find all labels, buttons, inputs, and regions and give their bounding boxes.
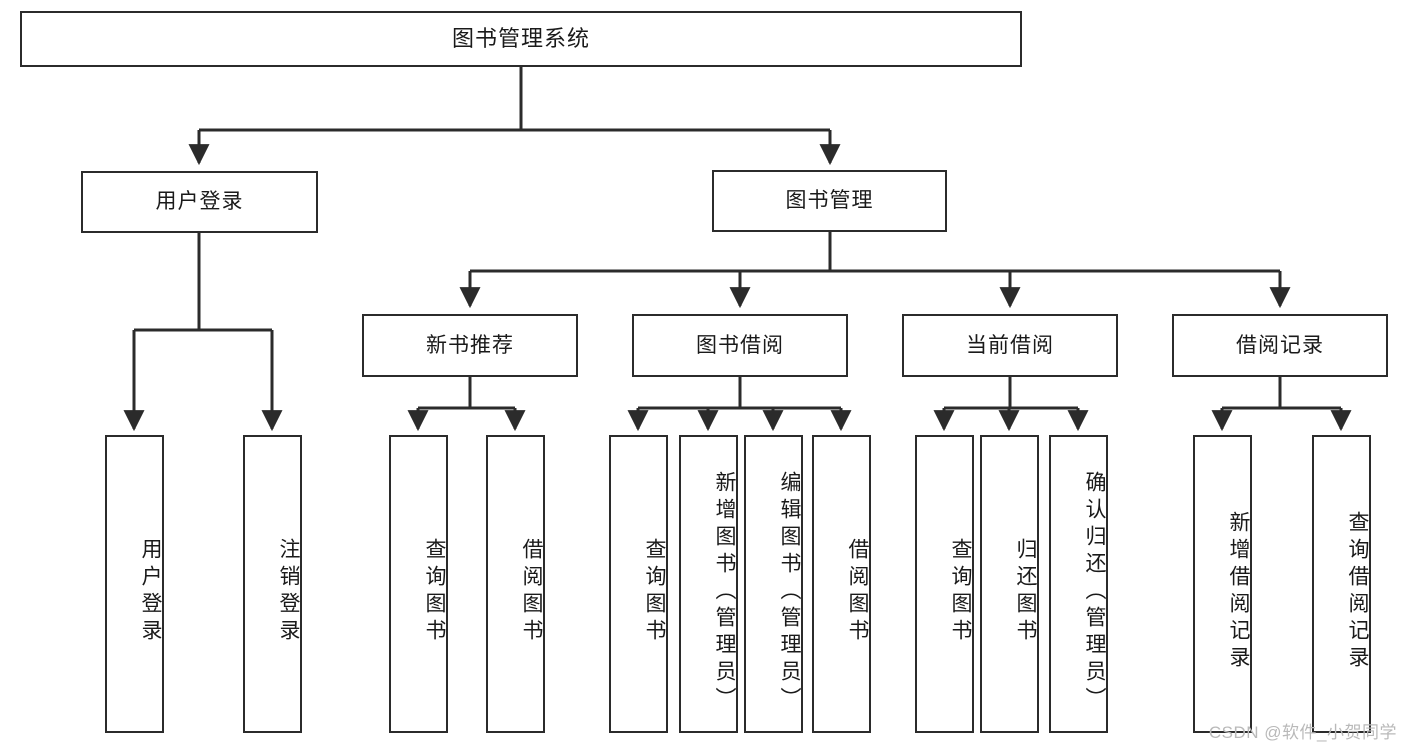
node-leaf-query-books-3[interactable]: 查询图书 [915,435,974,733]
node-leaf-logout-label: 注销登录 [277,538,300,646]
node-leaf-add-book[interactable]: 新增图书（管理员） [679,435,738,733]
node-new-book-recommend[interactable]: 新书推荐 [362,314,578,377]
node-borrow-record[interactable]: 借阅记录 [1172,314,1388,377]
node-leaf-query-books-1[interactable]: 查询图书 [389,435,448,733]
node-book-borrow[interactable]: 图书借阅 [632,314,848,377]
node-book-borrow-label: 图书借阅 [696,333,784,357]
node-user-login-label: 用户登录 [155,190,244,214]
node-borrow-record-label: 借阅记录 [1236,333,1324,357]
node-leaf-return-books[interactable]: 归还图书 [980,435,1039,733]
node-leaf-user-login-label: 用户登录 [139,538,162,646]
node-book-management-label: 图书管理 [785,189,874,213]
csdn-watermark: CSDN @软件_小贺同学 [1208,723,1397,742]
node-leaf-logout[interactable]: 注销登录 [243,435,302,733]
node-leaf-add-record[interactable]: 新增借阅记录 [1193,435,1252,733]
node-current-borrow-label: 当前借阅 [966,333,1054,357]
node-current-borrow[interactable]: 当前借阅 [902,314,1118,377]
node-book-management[interactable]: 图书管理 [712,170,947,232]
node-leaf-query-books-3-label: 查询图书 [949,538,972,646]
node-leaf-confirm-return[interactable]: 确认归还（管理员） [1049,435,1108,733]
node-root[interactable]: 图书管理系统 [20,11,1022,67]
node-root-label: 图书管理系统 [451,25,590,51]
node-user-login[interactable]: 用户登录 [81,171,318,233]
node-leaf-query-record[interactable]: 查询借阅记录 [1312,435,1371,733]
node-leaf-add-record-label: 新增借阅记录 [1227,511,1250,673]
node-leaf-user-login[interactable]: 用户登录 [105,435,164,733]
node-leaf-borrow-books-2-label: 借阅图书 [846,538,869,646]
node-leaf-confirm-return-label: 确认归还（管理员） [1083,470,1106,714]
node-leaf-edit-book[interactable]: 编辑图书（管理员） [744,435,803,733]
node-leaf-borrow-books-1[interactable]: 借阅图书 [486,435,545,733]
node-leaf-add-book-label: 新增图书（管理员） [713,470,736,714]
node-leaf-query-record-label: 查询借阅记录 [1346,511,1369,673]
node-new-book-recommend-label: 新书推荐 [426,333,514,357]
node-leaf-return-books-label: 归还图书 [1014,538,1037,646]
node-leaf-borrow-books-1-label: 借阅图书 [520,538,543,646]
node-leaf-edit-book-label: 编辑图书（管理员） [778,470,801,714]
node-leaf-query-books-1-label: 查询图书 [423,538,446,646]
node-leaf-borrow-books-2[interactable]: 借阅图书 [812,435,871,733]
node-leaf-query-books-2-label: 查询图书 [643,538,666,646]
node-leaf-query-books-2[interactable]: 查询图书 [609,435,668,733]
